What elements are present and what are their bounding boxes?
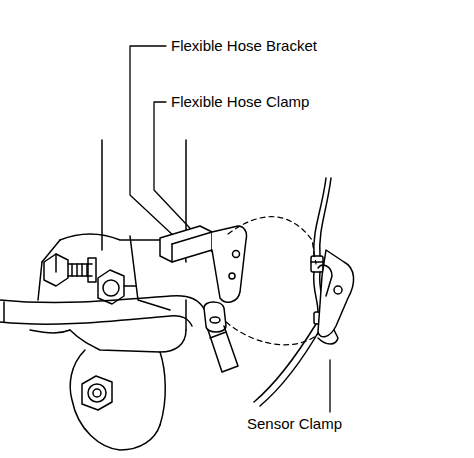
steering-knuckle bbox=[38, 234, 186, 450]
sensor-clamp bbox=[318, 250, 354, 344]
part-label: Flexible Hose Bracket bbox=[170, 38, 318, 53]
lower-bolt bbox=[82, 376, 112, 410]
brake-hose bbox=[0, 296, 206, 333]
flexible-hose-bracket bbox=[160, 226, 247, 302]
installation-line bbox=[226, 217, 318, 345]
flexible-hose-clamp bbox=[204, 302, 238, 372]
part-label: Flexible Hose Clamp bbox=[170, 94, 310, 109]
sensor-wire bbox=[254, 178, 331, 406]
part-label: Sensor Clamp bbox=[246, 416, 343, 431]
leader-line bbox=[329, 360, 330, 412]
upper-bolt bbox=[44, 254, 96, 286]
leader-line bbox=[130, 46, 176, 238]
